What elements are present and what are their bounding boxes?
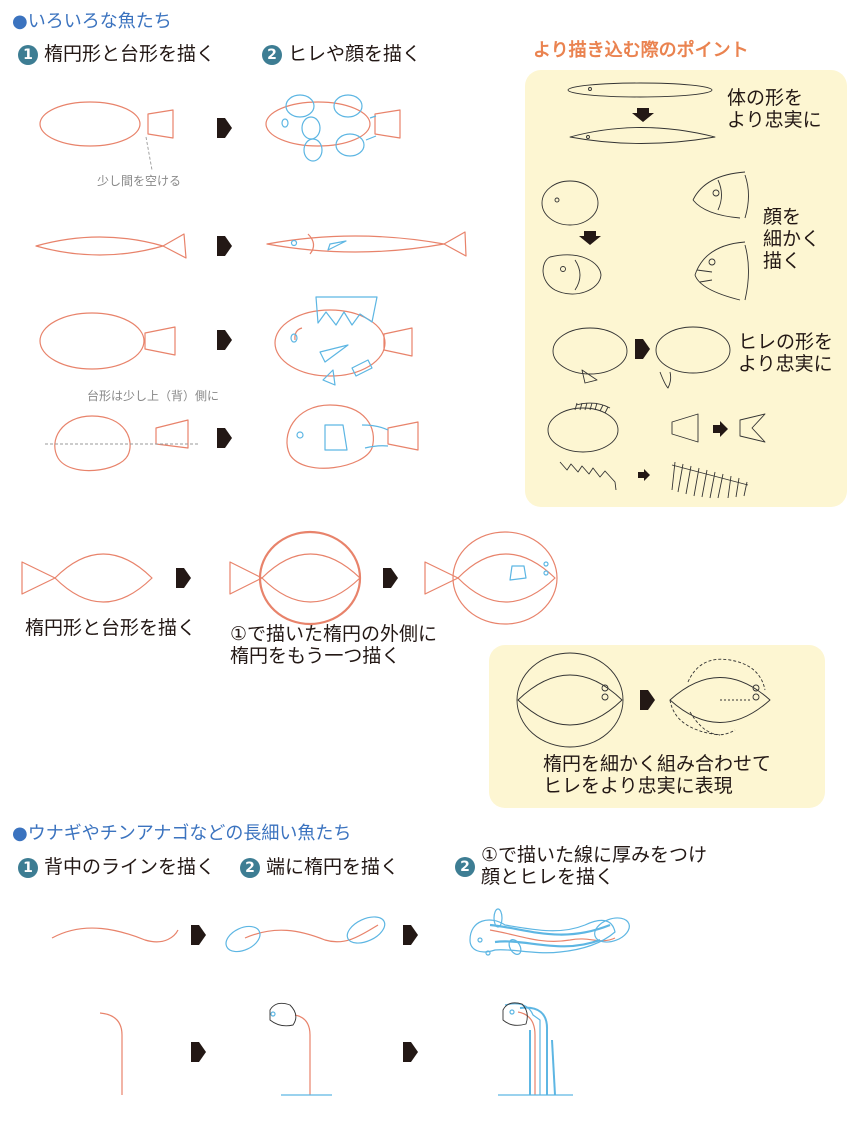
step-number-badge: 2 <box>455 856 475 877</box>
tips-panel <box>525 70 847 507</box>
step-text: ヒレや顔を描く <box>288 43 422 65</box>
eel-step1-label: 1 背中のラインを描く <box>18 856 216 879</box>
trapezoid-note: 台形は少し上（背）側に <box>87 389 220 403</box>
step2-label: 2 ヒレや顔を描く <box>262 43 422 66</box>
section3-title: ●ウナギやチンアナゴなどの長細い魚たち <box>12 823 352 844</box>
gap-note: 少し間を空ける <box>97 174 182 188</box>
fin-tips-panel <box>489 645 825 808</box>
step-number-badge: 1 <box>18 857 38 878</box>
step-text: 背中のラインを描く <box>44 856 216 878</box>
eel-step3-label: 2 ①で描いた線に厚みをつけ 顔とヒレを描く <box>455 844 708 889</box>
step-number-badge: 2 <box>262 44 282 65</box>
eel-step2-label: 2 端に楕円を描く <box>240 856 400 879</box>
fin-tips-caption: 楕円を細かく組み合わせて ヒレをより忠実に表現 <box>543 753 772 797</box>
section2-caption1: 楕円形と台形を描く <box>25 617 197 639</box>
tip-face: 顔を 細かく 描く <box>763 206 821 272</box>
step-text: 楕円形と台形を描く <box>44 43 216 65</box>
tips-title: より描き込む際のポイント <box>533 40 749 61</box>
step-number-badge: 2 <box>240 857 260 878</box>
tip-fin-shape: ヒレの形を より忠実に <box>738 331 834 375</box>
section2-caption2: ①で描いた楕円の外側に 楕円をもう一つ描く <box>230 623 438 667</box>
step-number-badge: 1 <box>18 44 38 65</box>
step-text: ①で描いた線に厚みをつけ 顔とヒレを描く <box>481 844 708 888</box>
tip-body-shape: 体の形を より忠実に <box>727 87 822 131</box>
step-text: 端に楕円を描く <box>266 856 400 878</box>
section1-title: ●いろいろな魚たち <box>12 11 172 32</box>
step1-label: 1 楕円形と台形を描く <box>18 43 216 66</box>
